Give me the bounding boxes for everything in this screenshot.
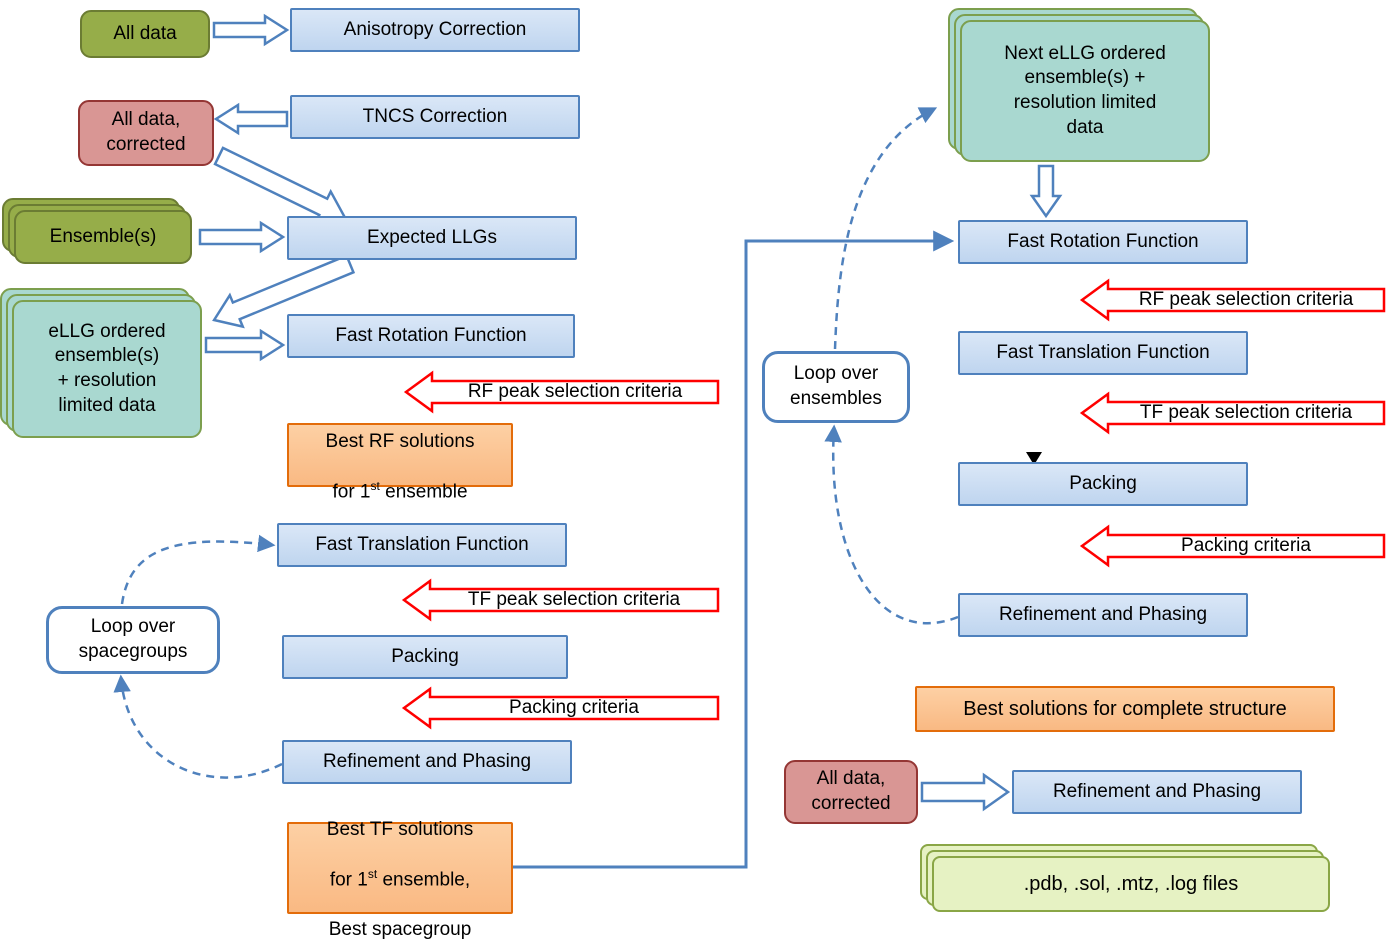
loop-spacegroups-return-path: [113, 674, 283, 779]
arrow-ellgbox-to-frf-icon: [204, 328, 286, 362]
fast-translation-function-box-right: Fast Translation Function: [958, 331, 1248, 375]
best-rf-sup: st: [370, 479, 380, 494]
output-files-stack: .pdb, .sol, .mtz, .log files: [920, 844, 1330, 912]
all-data-corrected-box-final: All data, corrected: [784, 760, 918, 824]
tf-criteria-label-right: TF peak selection criteria: [1139, 402, 1353, 423]
packing-criteria-label-right: Packing criteria: [1181, 535, 1311, 556]
best-tf-line2-pre: for 1: [329, 869, 368, 891]
best-tf-line2-post: ensemble,: [377, 869, 471, 891]
best-solutions-box: Best solutions for complete structure: [915, 686, 1335, 732]
arrow-corrected-to-final-refinement-icon: [920, 772, 1011, 812]
fast-rotation-function-box-right: Fast Rotation Function: [958, 220, 1248, 264]
loop-spacegroups-forward-path: [120, 534, 276, 605]
best-tf-solutions-box: Best TF solutions for 1st ensemble, Best…: [287, 818, 513, 940]
arrow-ensembles-to-ellgs-icon: [198, 220, 286, 254]
loop-over-ensembles-box: Loop over ensembles: [762, 351, 910, 423]
best-tf-line1: Best TF solutions: [326, 818, 474, 840]
packing-criteria-arrow-left-icon: [401, 686, 720, 730]
anisotropy-correction-box: Anisotropy Correction: [290, 8, 580, 52]
rf-criteria-label-right: RF peak selection criteria: [1138, 289, 1354, 310]
rf-criteria-arrow-left-icon: [403, 370, 720, 414]
fast-translation-function-box-left: Fast Translation Function: [277, 523, 567, 567]
rf-criteria-label-left: RF peak selection criteria: [467, 381, 683, 402]
best-rf-solutions-box: Best RF solutions for 1st ensemble: [287, 423, 513, 502]
next-ellg-stack: Next eLLG ordered ensemble(s) + resoluti…: [948, 8, 1210, 162]
tncs-correction-box: TNCS Correction: [290, 95, 580, 139]
refinement-phasing-final-box: Refinement and Phasing: [1012, 770, 1302, 814]
ftf-to-packing-arrowhead-icon: [1026, 452, 1042, 465]
best-rf-line2-post: ensemble: [379, 481, 468, 503]
ellg-ensembles-box: eLLG ordered ensemble(s) + resolution li…: [12, 300, 202, 438]
ellg-ensembles-stack: eLLG ordered ensemble(s) + resolution li…: [0, 288, 202, 438]
loop-ensembles-return-path: [824, 424, 959, 625]
expected-llgs-box: Expected LLGs: [287, 216, 577, 260]
tf-criteria-arrow-right-icon: [1079, 391, 1386, 435]
refinement-phasing-box-right: Refinement and Phasing: [958, 593, 1248, 637]
loop-ensembles-forward-path: [833, 107, 938, 350]
tf-criteria-label-left: TF peak selection criteria: [467, 589, 681, 610]
loop-over-spacegroups-box: Loop over spacegroups: [46, 606, 220, 674]
rf-criteria-arrow-right-icon: [1079, 278, 1386, 322]
packing-criteria-label-left: Packing criteria: [509, 697, 639, 718]
packing-criteria-arrow-right-icon: [1079, 524, 1386, 568]
packing-box-left: Packing: [282, 635, 568, 679]
ensembles-stack: Ensemble(s): [2, 198, 192, 264]
ensembles-box: Ensemble(s): [14, 210, 192, 264]
arrow-nextellg-to-frf-icon: [1029, 164, 1063, 219]
arrow-alldata-to-anisotropy-icon: [212, 13, 290, 47]
next-ellg-box: Next eLLG ordered ensemble(s) + resoluti…: [960, 20, 1210, 162]
refinement-phasing-box-left: Refinement and Phasing: [282, 740, 572, 784]
all-data-corrected-box: All data, corrected: [78, 100, 214, 166]
besttf-to-right-frf-connector: [513, 230, 955, 869]
output-files-box: .pdb, .sol, .mtz, .log files: [932, 856, 1330, 912]
arrow-ellgs-to-ellgbox-icon: [212, 254, 356, 329]
best-tf-sup: st: [367, 867, 378, 882]
all-data-box: All data: [80, 10, 210, 58]
best-tf-line3: Best spacegroup: [328, 919, 472, 940]
arrow-tncs-to-corrected-icon: [213, 102, 289, 136]
best-rf-line1: Best RF solutions: [325, 430, 475, 452]
packing-box-right: Packing: [958, 462, 1248, 506]
fast-rotation-function-box-left: Fast Rotation Function: [287, 314, 575, 358]
best-rf-line2-pre: for 1: [332, 481, 371, 503]
tf-criteria-arrow-left-icon: [401, 578, 720, 622]
